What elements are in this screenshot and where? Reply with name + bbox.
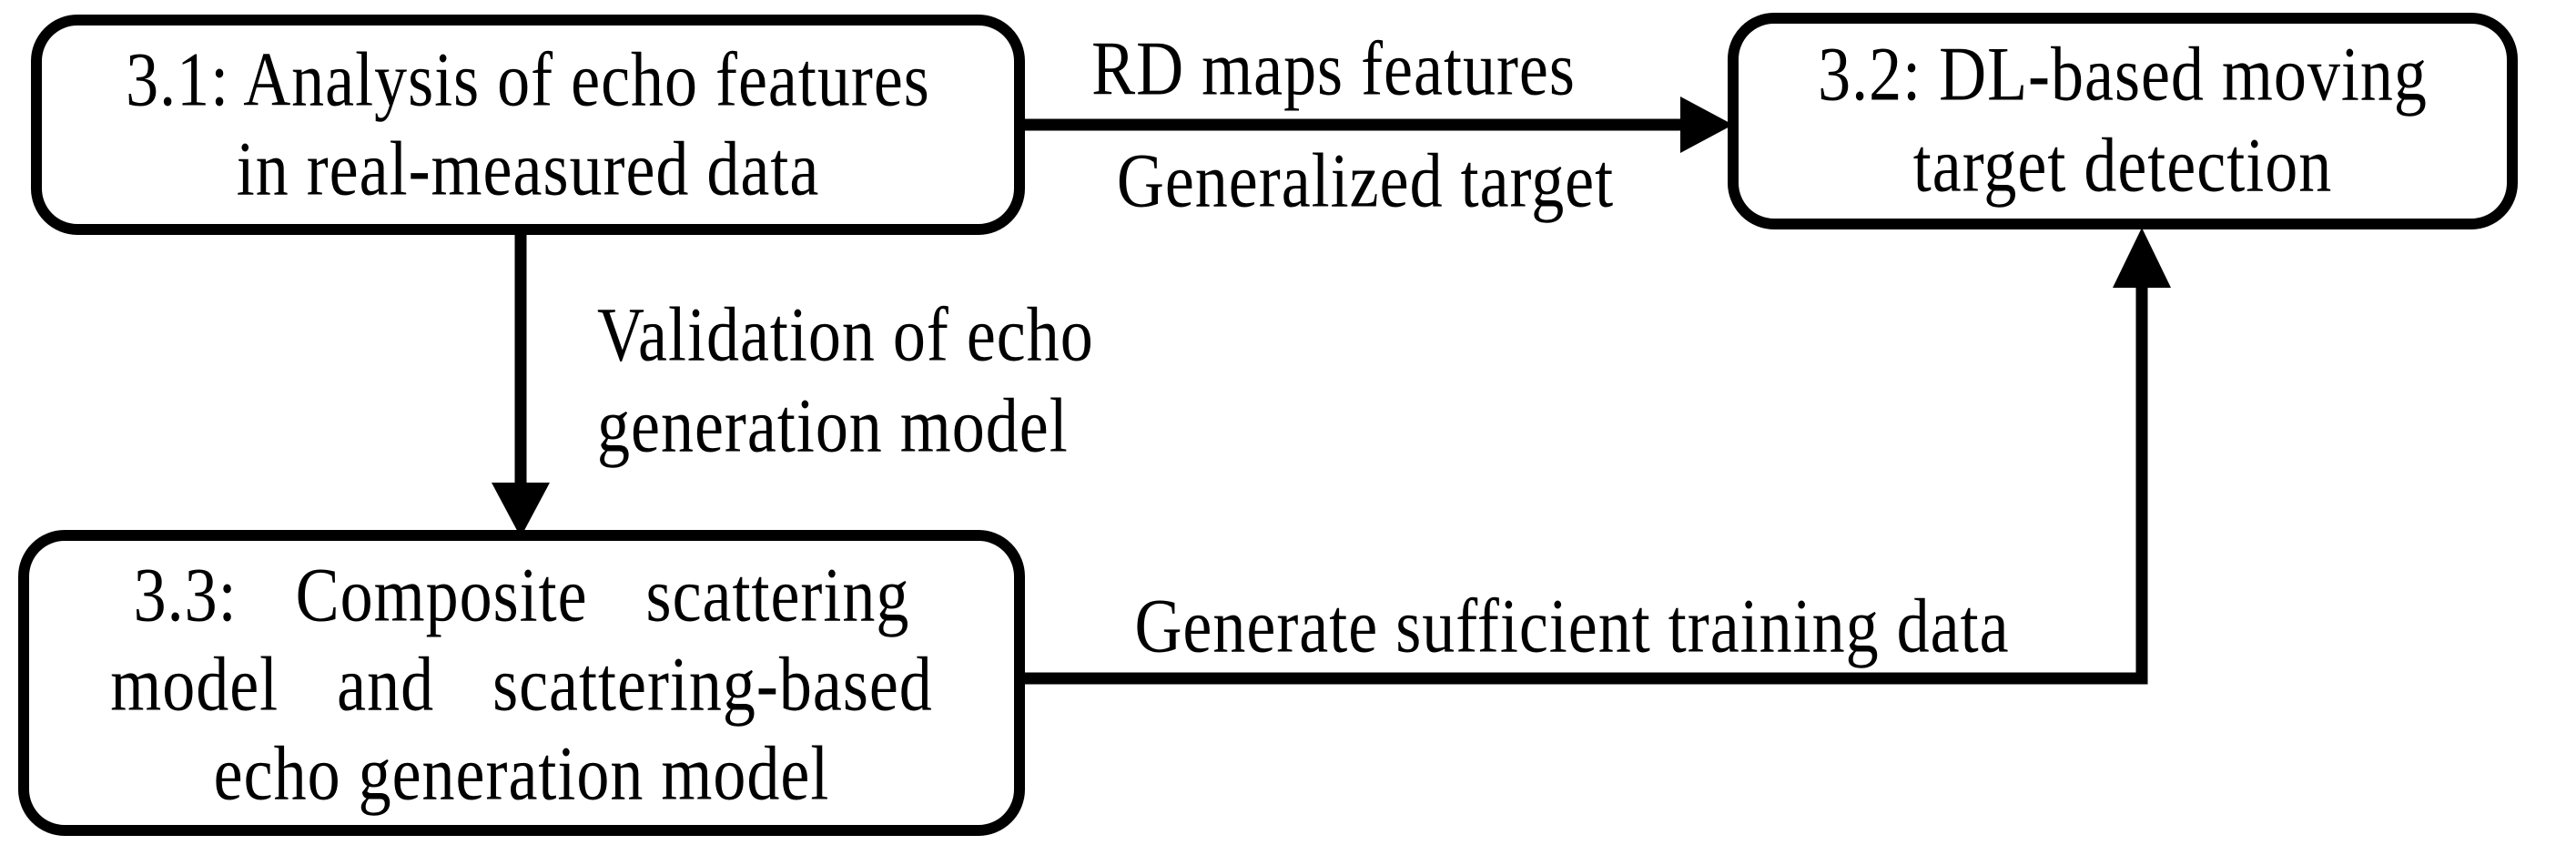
arrow-head-up-icon — [2113, 228, 2171, 288]
arrow-3-1-to-3-3: Validation of echo generation model — [492, 229, 1094, 537]
arrow-3-1-to-3-2: RD maps features Generalized target — [1019, 26, 1733, 224]
edge-label-validation-line1: Validation of echo — [597, 292, 1094, 378]
edge-label-generate-training-data: Generate sufficient training data — [1134, 584, 2009, 669]
arrow-head-down-icon — [492, 483, 550, 537]
node-3-2-line-2: target detection — [1913, 123, 2332, 209]
node-3-2-box — [1728, 13, 2518, 229]
node-3-1-line-2: in real-measured data — [237, 127, 820, 212]
node-3-2: 3.2: DL-based moving target detection — [1728, 13, 2518, 229]
node-3-3-line-2: model and scattering-based — [110, 642, 933, 728]
node-3-1-line-1: 3.1: Analysis of echo features — [126, 37, 930, 123]
node-3-1-box — [31, 15, 1025, 235]
node-3-3: 3.3: Composite scattering model and scat… — [18, 530, 1025, 836]
node-3-3-box — [18, 530, 1025, 836]
node-3-1: 3.1: Analysis of echo features in real-m… — [31, 15, 1025, 235]
node-3-2-line-1: 3.2: DL-based moving — [1818, 32, 2428, 117]
edge-label-rd-maps-features: RD maps features — [1091, 26, 1576, 112]
arrow-head-right-icon — [1680, 97, 1733, 153]
arrow-shaft — [1019, 284, 2148, 685]
node-3-3-line-1: 3.3: Composite scattering — [134, 553, 910, 638]
node-3-3-line-3: echo generation model — [214, 731, 830, 817]
arrow-3-3-to-3-2: Generate sufficient training data — [1019, 228, 2171, 685]
edge-label-validation-line2: generation model — [597, 383, 1069, 469]
edge-label-generalized-target: Generalized target — [1117, 138, 1614, 224]
